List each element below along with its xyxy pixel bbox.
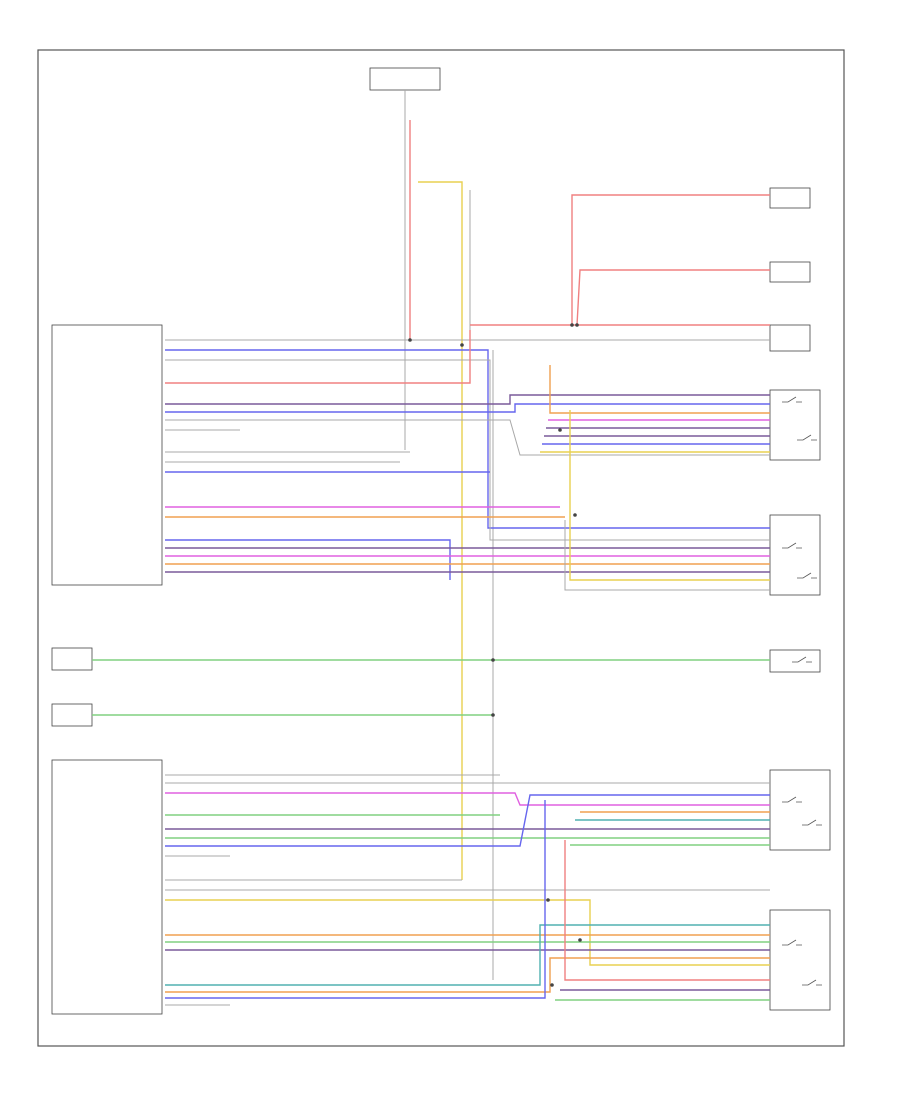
wire bbox=[571, 194, 770, 325]
component-box bbox=[769, 187, 811, 209]
splice-dot bbox=[408, 338, 412, 342]
wire bbox=[165, 924, 770, 986]
wire bbox=[165, 539, 451, 580]
wire bbox=[165, 403, 770, 413]
module-box bbox=[51, 647, 93, 671]
wire-harness bbox=[92, 90, 822, 1006]
module-box bbox=[51, 759, 163, 1015]
switch-symbol bbox=[802, 979, 822, 986]
diagram-frame bbox=[37, 49, 845, 1047]
splice-points bbox=[408, 323, 582, 987]
wire bbox=[418, 181, 463, 880]
wire bbox=[576, 269, 770, 326]
connector-box bbox=[369, 67, 441, 91]
splice-dot bbox=[546, 898, 550, 902]
wire bbox=[564, 840, 770, 981]
wire bbox=[165, 794, 770, 847]
splice-dot bbox=[573, 513, 577, 517]
splice-dot bbox=[570, 323, 574, 327]
component-box bbox=[769, 909, 831, 1011]
splice-dot bbox=[558, 428, 562, 432]
component-box bbox=[769, 324, 811, 352]
wire bbox=[165, 419, 770, 456]
splice-dot bbox=[460, 343, 464, 347]
switch-symbol bbox=[782, 939, 802, 946]
switch-symbol bbox=[802, 819, 822, 826]
switch-symbol bbox=[792, 656, 812, 663]
switch-symbol bbox=[782, 796, 802, 803]
component-box bbox=[769, 514, 821, 596]
splice-dot bbox=[578, 938, 582, 942]
wire bbox=[165, 359, 770, 541]
splice-dot bbox=[550, 983, 554, 987]
wire bbox=[564, 520, 770, 591]
right-components bbox=[769, 187, 831, 1011]
switch-symbol bbox=[797, 434, 817, 441]
component-box bbox=[769, 769, 831, 851]
wire bbox=[569, 410, 770, 581]
component-box bbox=[769, 261, 811, 283]
splice-dot bbox=[491, 713, 495, 717]
wire bbox=[165, 349, 770, 529]
wire bbox=[165, 330, 471, 384]
switch-symbol bbox=[782, 542, 802, 549]
wire bbox=[165, 957, 770, 993]
wire bbox=[549, 365, 770, 414]
module-box bbox=[51, 703, 93, 727]
component-box bbox=[769, 389, 821, 461]
module-box bbox=[51, 324, 163, 586]
switch-symbol bbox=[782, 396, 802, 403]
wire bbox=[165, 899, 770, 966]
splice-dot bbox=[575, 323, 579, 327]
wire bbox=[165, 394, 770, 405]
wire bbox=[165, 800, 546, 999]
switch-symbol bbox=[797, 572, 817, 579]
component-box bbox=[769, 649, 821, 673]
splice-dot bbox=[491, 658, 495, 662]
wire bbox=[165, 792, 770, 806]
